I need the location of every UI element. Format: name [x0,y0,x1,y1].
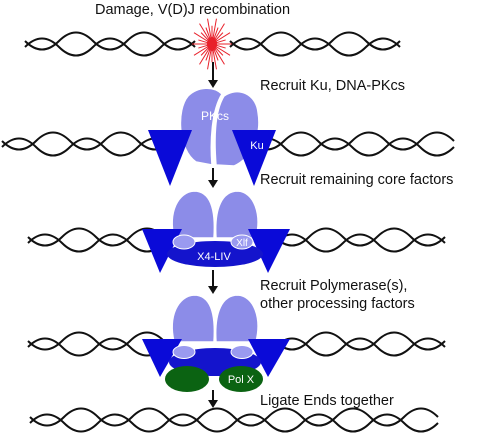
pkcs-left-lobe [171,190,216,239]
ku-right-triangle [232,130,276,186]
ku-right-triangle [248,339,290,377]
x4-liv-label: X4-LIV [197,251,231,263]
pol-x-left [165,366,209,392]
dna-helix-row4 [27,331,446,357]
ku-left-triangle [142,229,182,273]
xlf-left [172,234,196,250]
pol-x-right [219,366,263,392]
arrow-down-icon [208,270,218,294]
dna-helix-row1 [24,31,401,57]
xlf-label: Xlf [236,238,248,249]
dna-helix-row2 [1,131,455,157]
core-complex: X4-LIV Xlf [142,190,290,273]
ku-label: Ku [250,140,263,152]
caption-recruit-core: Recruit remaining core factors [260,172,454,188]
polymerase-complex: Pol X [142,294,290,392]
pol-x-label: Pol X [228,374,255,386]
xlf-right [230,234,254,250]
damage-burst-core [207,37,217,51]
caption-processing-factors: other processing factors [260,296,415,312]
ku-left-triangle [142,339,182,377]
pkcs-right-lobe [214,190,259,239]
ku-right-triangle [248,229,290,273]
dna-helix-row3 [27,227,446,253]
arrow-down-icon [208,168,218,188]
pkcs-left-lobe [171,294,216,343]
caption-recruit-ku: Recruit Ku, DNA-PKcs [260,78,406,94]
pkcs-label: PKcs [201,109,229,123]
pkcs-left-lobe [179,87,223,166]
pkcs-right-lobe [214,294,259,343]
xlf-left [172,345,196,359]
ku-left-triangle [148,130,192,186]
caption-ligate: Ligate Ends together [260,393,394,409]
caption-damage: Damage, V(D)J recombination [95,2,291,18]
arrow-down-icon [208,390,218,408]
caption-recruit-polymerase: Recruit Polymerase(s), [260,278,408,294]
arrow-down-icon [208,62,218,88]
dna-helix-row5 [29,407,439,433]
xlf-right [230,345,254,359]
damage-burst-icon [192,18,232,70]
